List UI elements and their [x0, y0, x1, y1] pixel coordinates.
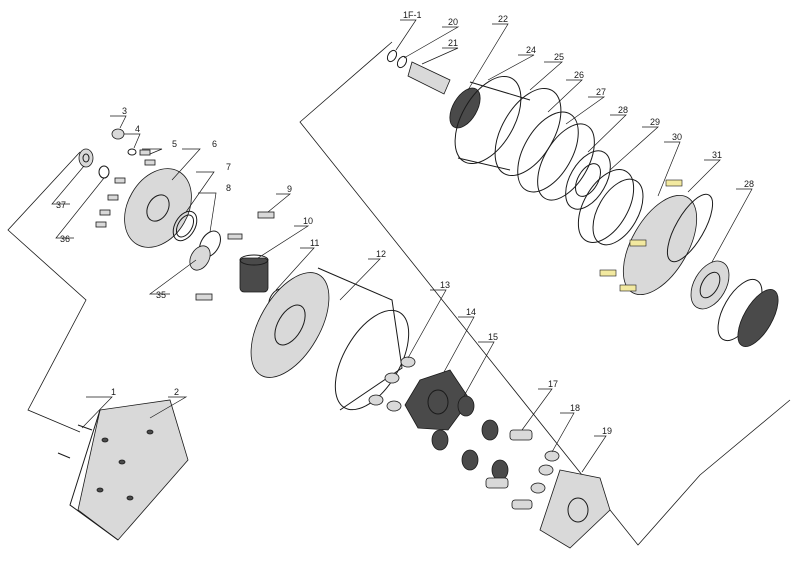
part-28b-bearing	[690, 260, 730, 310]
part-3-nut	[111, 128, 125, 140]
callout-10: 10	[303, 216, 313, 226]
part-17-pins	[485, 429, 533, 510]
callout-24: 24	[526, 45, 536, 55]
callout-25: 25	[554, 52, 564, 62]
callout-17: 17	[548, 379, 558, 389]
callout-9: 9	[287, 184, 292, 194]
callout-35: 35	[156, 290, 166, 300]
part-15-planet-gears	[431, 395, 509, 481]
callout-2: 2	[174, 387, 179, 397]
callout-27: 27	[596, 87, 606, 97]
part-18-washers	[530, 450, 560, 494]
callout-29: 29	[650, 117, 660, 127]
callout-21: 21	[448, 38, 458, 48]
part-6-cover-plate	[124, 168, 192, 248]
part-13-thrust-washers	[368, 356, 416, 412]
part-36-ring	[98, 165, 110, 179]
part-4-washer	[127, 148, 137, 156]
part-1-bolts	[57, 424, 93, 459]
part-14-planet-carrier	[404, 369, 471, 431]
callout-11: 11	[310, 238, 319, 248]
callout-15: 15	[488, 332, 498, 342]
part-19-carrier	[539, 469, 611, 549]
callout-37: 37	[56, 200, 66, 210]
callout-28b: 28	[744, 179, 754, 189]
callout-28: 28	[618, 105, 628, 115]
callout-22: 22	[498, 14, 508, 24]
part-21-shaft	[407, 61, 451, 95]
leader-lines	[51, 19, 753, 473]
callout-6: 6	[212, 139, 217, 149]
right-assembly-outline	[299, 41, 791, 546]
part-10-spline-gear	[239, 254, 269, 293]
part-35-gear-plate	[189, 245, 211, 271]
callout-18: 18	[570, 403, 580, 413]
part-20-ring	[396, 55, 408, 69]
callout-36: 36	[60, 234, 70, 244]
callout-26: 26	[574, 70, 584, 80]
part-37-cap	[78, 148, 94, 168]
callout-30: 30	[672, 132, 682, 142]
part-7-seal	[172, 210, 198, 242]
callout-8: 8	[226, 183, 231, 193]
part-2-housing	[69, 399, 189, 541]
callout-20: 20	[448, 17, 458, 27]
part-28-bearing	[565, 150, 611, 210]
part-31-hub-flange	[666, 193, 714, 263]
callout-31: 31	[712, 150, 722, 160]
callout-5: 5	[172, 139, 177, 149]
callout-4: 4	[135, 124, 140, 134]
left-assembly-outline	[7, 151, 87, 433]
callout-3: 3	[122, 106, 127, 116]
callout-19: 19	[602, 426, 612, 436]
part-29-seal-rings	[577, 169, 644, 246]
part-seal-rings-end	[717, 278, 779, 347]
callout-13: 13	[440, 280, 450, 290]
part-9-pins	[195, 211, 275, 301]
callout-12: 12	[376, 249, 386, 259]
callout-1: 1	[111, 387, 116, 397]
part-1F-1-washer	[386, 49, 398, 63]
callout-7: 7	[226, 162, 231, 172]
part-27-seal	[537, 123, 595, 201]
part-12-main-housing	[250, 267, 410, 411]
part-26-o-ring	[517, 111, 579, 193]
callout-1F-1: 1F-1	[403, 10, 422, 20]
part-5-bolts	[95, 149, 156, 228]
part-25-housing-ring	[494, 87, 562, 177]
callout-14: 14	[466, 307, 476, 317]
part-24-ring-gear	[454, 75, 531, 171]
